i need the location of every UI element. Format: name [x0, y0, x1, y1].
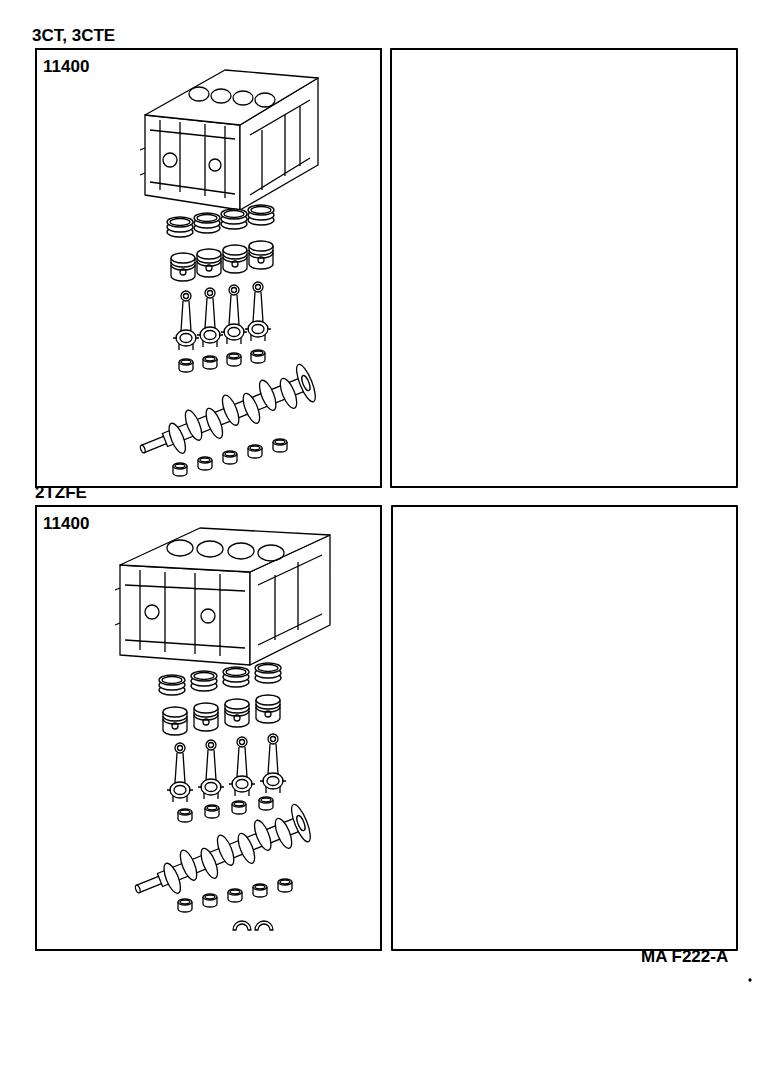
rod-bearing	[205, 805, 219, 818]
engine-block	[163, 153, 177, 167]
engine-block	[115, 588, 120, 625]
main-bearing	[248, 445, 262, 458]
rod-bearing	[227, 353, 241, 366]
engine-block	[209, 159, 221, 171]
connecting-rod	[197, 288, 223, 347]
part-number: 11400	[43, 58, 89, 77]
main-bearing	[253, 884, 267, 897]
engine-heading: 3CT, 3CTE	[32, 27, 115, 46]
rod-bearing	[178, 809, 192, 822]
part-number: 11400	[43, 515, 89, 534]
connecting-rod	[229, 737, 255, 796]
engine-block	[211, 89, 231, 103]
parts-panel: 3CT, 3CTE11400	[35, 48, 382, 488]
piston-ring-set	[167, 205, 274, 237]
rod-bearing	[178, 797, 273, 822]
rod-bearing	[251, 350, 265, 363]
engine-block	[145, 115, 240, 210]
crankshaft	[128, 802, 314, 908]
piston-ring-set	[248, 205, 274, 225]
engine-block	[125, 570, 245, 656]
main-bearing	[173, 463, 187, 476]
engine-block	[197, 541, 223, 557]
engine-heading: 2TZFE	[35, 484, 87, 503]
engine-block	[120, 565, 250, 665]
piston	[225, 699, 249, 727]
dot	[749, 979, 751, 981]
connecting-rod	[167, 743, 193, 802]
piston-ring-set	[221, 209, 247, 229]
piston-ring-set	[194, 213, 220, 233]
crankshaft	[133, 362, 319, 468]
piston	[197, 249, 221, 277]
main-bearing	[178, 899, 192, 912]
main-bearing	[273, 439, 287, 452]
engine-block	[228, 543, 254, 559]
piston-ring-set	[255, 663, 281, 683]
thrust-washer	[255, 921, 273, 930]
piston	[163, 695, 280, 735]
main-bearing	[178, 879, 292, 912]
engine-block	[167, 540, 193, 556]
connecting-rod	[173, 282, 271, 350]
main-bearing	[223, 451, 237, 464]
catalog-code: MA F222-A	[641, 948, 728, 967]
engine-block	[233, 91, 253, 105]
main-bearing	[203, 894, 217, 907]
engine-block	[115, 528, 330, 665]
piston-ring-set	[167, 217, 193, 237]
thrust-washer	[233, 921, 273, 930]
engine-block	[189, 87, 209, 101]
engine-block	[255, 93, 275, 107]
rod-bearing	[203, 356, 217, 369]
rod-bearing	[232, 801, 246, 814]
crankshaft	[133, 362, 319, 468]
engine-block	[140, 70, 318, 210]
piston-ring-set	[159, 663, 281, 695]
crankshaft	[128, 802, 314, 908]
engine-block	[250, 100, 310, 195]
piston	[249, 241, 273, 269]
piston	[163, 707, 187, 735]
engine-block	[140, 148, 145, 175]
main-bearing	[173, 439, 287, 476]
connecting-rod	[173, 291, 199, 350]
piston-ring-set	[159, 675, 185, 695]
piston	[171, 253, 195, 281]
engine-block	[258, 555, 322, 645]
piston	[256, 695, 280, 723]
connecting-rod	[260, 734, 286, 793]
engine-block	[258, 545, 284, 561]
main-bearing	[198, 457, 212, 470]
piston	[223, 245, 247, 273]
piston	[194, 703, 218, 731]
main-bearing	[278, 879, 292, 892]
connecting-rod	[167, 734, 286, 802]
rod-bearing	[179, 359, 193, 372]
empty-panel	[391, 49, 737, 487]
thrust-washer	[233, 921, 251, 930]
engine-block	[201, 609, 215, 623]
engine-block	[145, 70, 318, 125]
empty-panel	[392, 506, 737, 950]
piston-ring-set	[223, 667, 249, 687]
rod-bearing	[179, 350, 265, 372]
parts-panel: 2TZFE11400	[35, 505, 382, 951]
connecting-rod	[221, 285, 247, 344]
connecting-rod	[198, 740, 224, 799]
engine-block	[150, 120, 235, 198]
rod-bearing	[259, 797, 273, 810]
connecting-rod	[245, 282, 271, 341]
piston	[171, 241, 273, 281]
main-bearing	[228, 889, 242, 902]
engine-block	[145, 605, 159, 619]
piston-ring-set	[191, 671, 217, 691]
